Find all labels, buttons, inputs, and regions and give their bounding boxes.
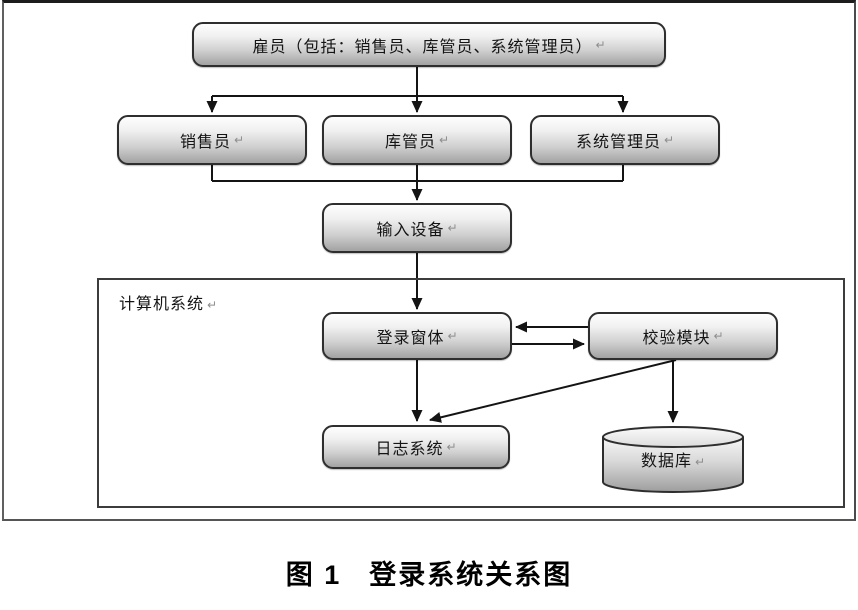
return-mark-icon: ↵ [663,133,675,147]
node-login-form: 登录窗体↵ [322,312,512,360]
return-mark-icon: ↵ [438,133,450,147]
node-admin: 系统管理员↵ [530,115,720,165]
node-input-device: 输入设备↵ [322,203,512,253]
node-input-device-label: 输入设备 [376,222,445,239]
return-mark-icon: ↵ [233,133,245,147]
node-log-system: 日志系统↵ [322,425,510,469]
node-sales-label: 销售员 [179,134,231,151]
return-mark-icon: ↵ [447,221,458,235]
return-mark-icon: ↵ [694,455,706,469]
database-label-wrap: 数据库↵ [603,447,743,471]
node-warehouse: 库管员↵ [322,115,512,165]
return-mark-icon: ↵ [713,329,724,343]
node-verify-module-label: 校验模块 [642,330,711,347]
return-mark-icon: ↵ [595,37,606,52]
computer-system-label-wrap: 计算机系统↵ [119,290,217,314]
node-sales: 销售员↵ [117,115,307,165]
node-login-form-label: 登录窗体 [376,330,445,347]
figure-caption-title: 登录系统关系图 [369,560,573,590]
node-admin-label: 系统管理员 [575,134,661,151]
node-employee-label: 雇员（包括：销售员、库管员、系统管理员） [252,38,593,56]
computer-system-label: 计算机系统 [119,296,205,313]
return-mark-icon: ↵ [207,298,218,312]
node-verify-module: 校验模块↵ [588,312,778,360]
return-mark-icon: ↵ [446,440,457,454]
node-warehouse-label: 库管员 [384,134,436,151]
computer-system-boundary: 计算机系统↵ [97,278,845,508]
node-employee: 雇员（包括：销售员、库管员、系统管理员）↵ [192,22,666,67]
database-label: 数据库 [640,453,692,470]
figure-caption-number: 图 1 [285,560,342,590]
return-mark-icon: ↵ [447,329,458,343]
node-log-system-label: 日志系统 [375,441,444,458]
figure-caption: 图 1 登录系统关系图 [0,553,858,592]
